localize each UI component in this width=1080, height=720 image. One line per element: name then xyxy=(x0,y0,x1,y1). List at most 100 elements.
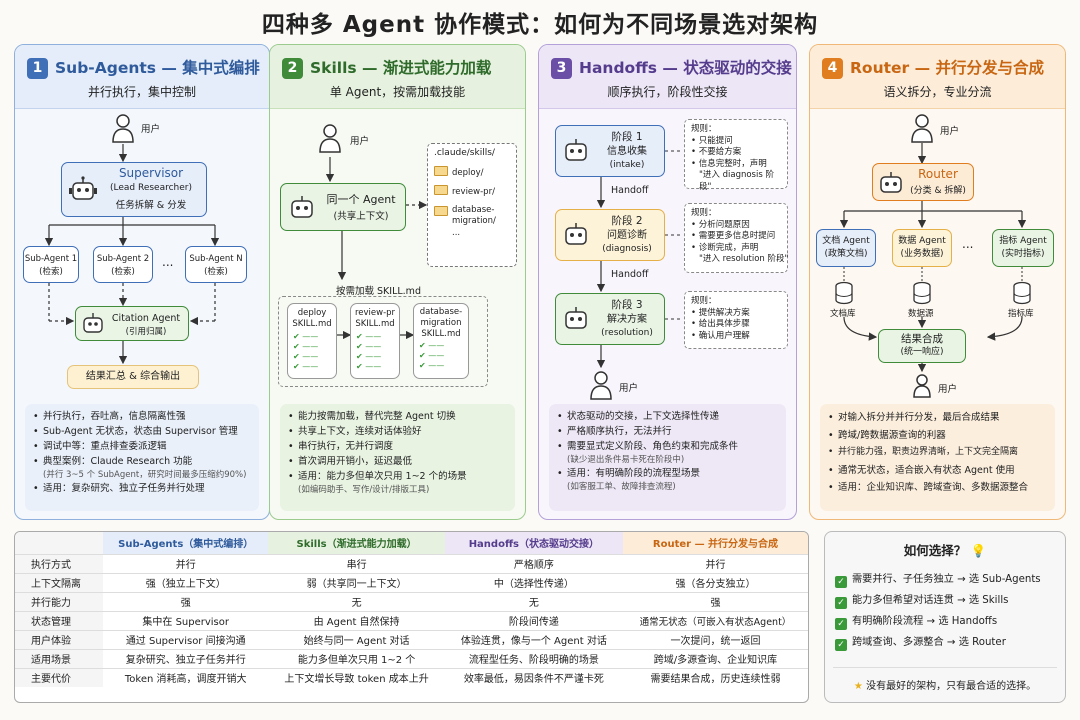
supervisor-role: (Lead Researcher) xyxy=(109,183,193,193)
row-header: 状态管理 xyxy=(15,611,103,631)
panel-sub-agents: 1 Sub-Agents — 集中式编排 并行执行，集中控制 用户 Superv… xyxy=(14,44,270,520)
folder-root: .claude/skills/ xyxy=(434,148,495,158)
panel-number: 4 xyxy=(822,58,843,79)
user-icon xyxy=(590,371,612,400)
robot-icon xyxy=(291,196,313,218)
panel-subtitle: 单 Agent，按需加载技能 xyxy=(329,85,466,99)
bullet: 并行执行，吞吐高，信息隔离性强 xyxy=(33,409,251,424)
table-header-row: Sub-Agents（集中式编排） Skills（渐进式能力加载） Handof… xyxy=(15,532,808,555)
sub-agent-2: Sub-Agent 2(检索) xyxy=(93,246,153,283)
panel-connectors xyxy=(596,150,683,369)
load-label: 按需加载 SKILL.md xyxy=(336,286,421,297)
panel-number: 3 xyxy=(551,58,572,79)
file-name: deploy SKILL.md xyxy=(292,308,332,329)
bullet-list: 并行执行，吞吐高，信息隔离性强 Sub-Agent 无状态，状态由 Superv… xyxy=(25,404,259,511)
rule: • 诊断完成，声明 xyxy=(691,242,759,253)
user-label: 用户 xyxy=(350,136,370,147)
check-list: ✔ ——✔ ——✔ —— xyxy=(419,341,445,370)
panel-router: 4 Router — 并行分发与合成 语义拆分，专业分流 用户 Router (… xyxy=(809,44,1066,520)
skill-file-database-migration: database- migration SKILL.md✔ ——✔ ——✔ —— xyxy=(413,303,469,379)
table-cell: 跨域/多源查询、企业知识库 xyxy=(622,649,808,669)
rule: • 确认用户理解 xyxy=(691,330,750,341)
bullet: 跨域/跨数据源查询的利器 xyxy=(828,427,1047,445)
sub-agent-name: Sub-Agent N xyxy=(189,254,243,264)
table-row: 执行方式并行串行严格顺序并行 xyxy=(15,554,808,574)
table-cell: 集中在 Supervisor xyxy=(103,611,269,631)
table-cell: 一次提问，统一返回 xyxy=(622,630,808,650)
file-name: review-pr SKILL.md xyxy=(354,308,396,329)
stage-task: 问题诊断 xyxy=(607,230,647,241)
row-header: 并行能力 xyxy=(15,592,103,612)
robot-icon xyxy=(880,172,902,193)
table-cell: 上下文增长导致 token 成本上升 xyxy=(284,674,429,686)
bullet: 串行执行，无并行调度 xyxy=(288,439,507,454)
citation-name: Citation Agent xyxy=(111,313,181,324)
stage-3-rules: 规则： • 提供解决方案 • 给出具体步骤 • 确认用户理解 xyxy=(684,291,788,349)
table-row: 用户体验通过 Supervisor 间接沟通始终与同一 Agent 对话体验连贯… xyxy=(15,630,808,650)
panel-number: 1 xyxy=(27,58,48,79)
table-cell: 强（独立上下文） xyxy=(103,573,269,593)
bullet: 需要显式定义阶段、角色约束和完成条件 xyxy=(557,439,778,454)
synth-role: (统一响应) xyxy=(900,347,944,357)
sub-agent-role: (检索) xyxy=(111,267,135,277)
doc-agent-node: 文档 Agent(政策文档) xyxy=(816,229,876,267)
citation-agent-node: Citation Agent (引用归属) xyxy=(75,306,189,341)
db-label: 数据源 xyxy=(908,309,934,319)
table-cell: 强 xyxy=(103,592,269,612)
agent-name: 指标 Agent xyxy=(999,236,1047,246)
panel-connectors xyxy=(839,143,1027,373)
stage-task: 信息收集 xyxy=(607,146,647,157)
check-list: ✔ ——✔ ——✔ ——✔ —— xyxy=(293,332,319,371)
panel-title: Sub-Agents — 集中式编排 xyxy=(55,59,260,77)
table-cell: 无 xyxy=(268,592,445,612)
panel-number: 2 xyxy=(282,58,303,79)
synthesis-node: 结果合成(统一响应) xyxy=(878,329,966,363)
sub-agent-1: Sub-Agent 1(检索) xyxy=(23,246,79,283)
sub-agent-role: (检索) xyxy=(204,267,228,277)
user-label: 用户 xyxy=(141,124,161,135)
row-header: 适用场景 xyxy=(15,649,103,669)
folder-icon xyxy=(434,185,448,195)
table-cell: 串行 xyxy=(268,554,445,574)
panel-subtitle: 顺序执行，阶段性交接 xyxy=(607,85,728,99)
folder-name: database- migration/ xyxy=(452,204,496,227)
bullet-note: (并行 3~5 个 SubAgent，研究时间最多压缩约90%) xyxy=(43,470,247,480)
stage-1-rules: 规则： • 只能提问 • 不要给方案 • 信息完整时，声明 "进入 diagno… xyxy=(684,119,788,192)
table-cell: 体验连贯，像与一个 Agent 对话 xyxy=(444,630,623,650)
stage-2-node: 阶段 2 问题诊断 (diagnosis) xyxy=(555,209,665,261)
check-icon: ✓ xyxy=(835,597,847,609)
output-node: 结果汇总 & 综合输出 xyxy=(67,365,199,389)
skill-files-group xyxy=(278,296,488,387)
table-cell: 通常无状态（可嵌入有状态Agent） xyxy=(622,611,808,631)
rule-note: "进入 resolution 阶段" xyxy=(699,254,789,264)
ellipsis: ... xyxy=(162,255,174,269)
router-name: Router xyxy=(918,167,958,181)
table-cell: 复杂研究、独立子任务并行 xyxy=(103,649,269,669)
sub-agent-role: (检索) xyxy=(39,267,63,277)
bullet: 适用：企业知识库、跨域查询、多数据源整合 xyxy=(828,479,1047,497)
bullet: 能力按需加载，替代完整 Agent 切换 xyxy=(288,409,507,424)
row-header: 上下文隔离 xyxy=(15,573,103,593)
panel-title: Router — 并行分发与合成 xyxy=(850,59,1044,77)
router-role: (分类 & 拆解) xyxy=(910,186,966,196)
handoff-label: Handoff xyxy=(611,269,649,280)
agent-name: 同一个 Agent xyxy=(326,193,396,206)
ellipsis: ... xyxy=(962,237,974,251)
bullet: 共享上下文，连续对话体验好 xyxy=(288,424,507,439)
bullet-note: (如编码助手、写作/设计/排版工具) xyxy=(298,485,430,495)
choose-item: ✓跨域查询、多源整合 → 选 Router xyxy=(835,633,1006,651)
agent-name: 数据 Agent xyxy=(898,236,946,246)
stage-1-node: 阶段 1 信息收集 (intake) xyxy=(555,125,665,177)
agent-role: (共享上下文) xyxy=(333,211,389,222)
row-header: 主要代价 xyxy=(15,668,103,687)
table-header: Sub-Agents（集中式编排） xyxy=(103,532,269,555)
stage-name: 阶段 3 xyxy=(611,299,643,311)
bullet: 适用：有明确阶段的流程型场景 xyxy=(557,466,778,481)
table-header: Skills（渐进式能力加载） xyxy=(268,532,445,555)
bullet-list: 能力按需加载，替代完整 Agent 切换 共享上下文，连续对话体验好 串行执行，… xyxy=(280,404,515,511)
user-label: 用户 xyxy=(938,384,958,395)
table-header: Router — 并行分发与合成 xyxy=(622,532,808,555)
bullet-note: (缺少退出条件易卡死在阶段中) xyxy=(567,455,685,465)
